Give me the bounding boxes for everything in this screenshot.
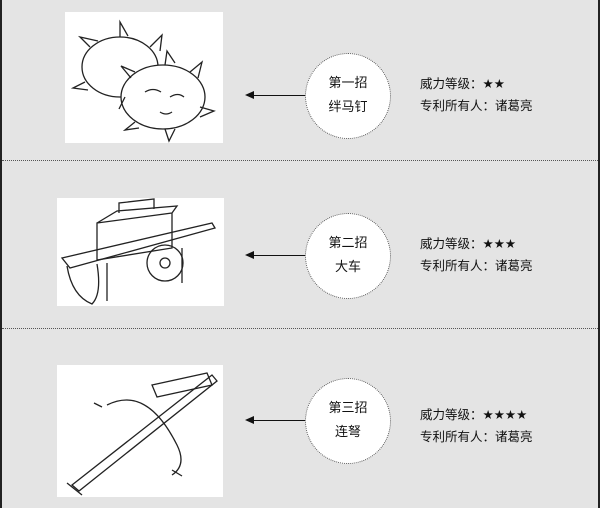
power-stars: ★★ <box>482 76 505 91</box>
owner-label: 专利所有人： <box>420 258 496 273</box>
item-title: 第三招 <box>328 401 368 416</box>
divider <box>2 160 598 161</box>
item-info: 威力等级：★★★ 专利所有人：诸葛亮 <box>420 233 533 277</box>
item-info: 威力等级：★★ 专利所有人：诸葛亮 <box>420 73 533 117</box>
power-stars: ★★★ <box>482 236 517 251</box>
item-info: 威力等级：★★★★ 专利所有人：诸葛亮 <box>420 404 533 448</box>
item-name: 绊马钉 <box>328 100 368 115</box>
owner-label: 专利所有人： <box>420 98 496 113</box>
item-title: 第二招 <box>328 236 368 251</box>
arrow-icon <box>245 251 305 259</box>
owner-name: 诸葛亮 <box>495 258 533 273</box>
item-title: 第一招 <box>328 76 368 91</box>
power-label: 威力等级： <box>420 76 483 91</box>
owner-label: 专利所有人： <box>420 429 496 444</box>
title-circle: 第一招 绊马钉 <box>305 53 391 139</box>
arrow-icon <box>245 416 305 424</box>
title-circle: 第二招 大车 <box>305 213 391 299</box>
crossbow-icon <box>57 365 223 497</box>
owner-name: 诸葛亮 <box>495 98 533 113</box>
owner-name: 诸葛亮 <box>495 429 533 444</box>
item-name: 大车 <box>334 260 361 275</box>
caltrops-icon <box>65 12 223 143</box>
title-circle: 第三招 连弩 <box>305 378 391 464</box>
power-label: 威力等级： <box>420 236 483 251</box>
power-label: 威力等级： <box>420 407 483 422</box>
cart-icon <box>57 198 224 306</box>
power-stars: ★★★★ <box>482 407 528 422</box>
item-name: 连弩 <box>334 425 361 440</box>
arrow-icon <box>245 91 305 99</box>
divider <box>2 328 598 329</box>
